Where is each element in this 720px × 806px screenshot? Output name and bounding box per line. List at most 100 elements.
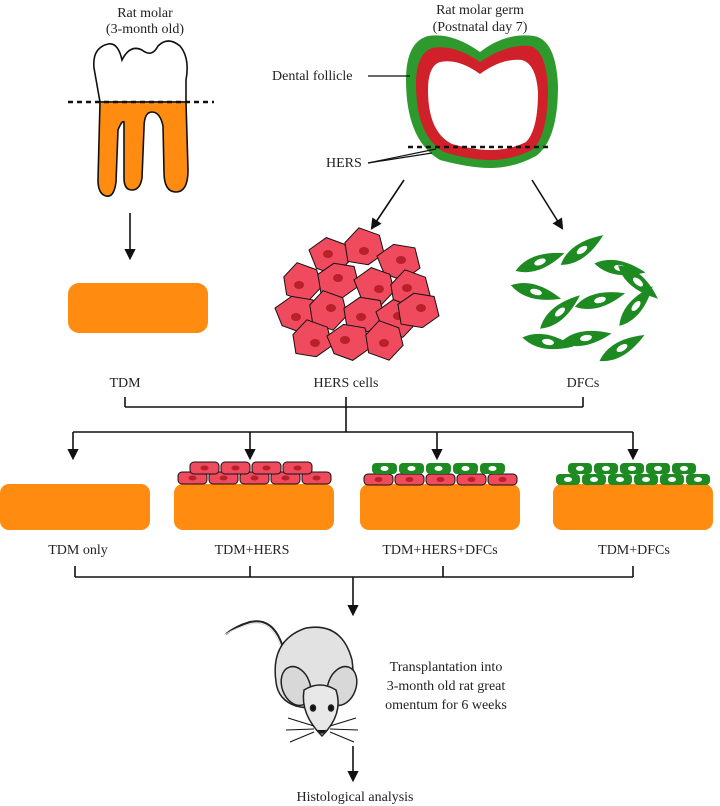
hers-cell-nucleus [405,477,414,482]
rat-molar-title: Rat molar [117,6,173,21]
dfc-cell-nucleus [530,288,542,296]
dfc-cell [574,292,626,310]
dfc-cell-nucleus [628,466,636,471]
tdm-hers-block [174,484,334,530]
dfc-cell-nucleus [668,477,676,482]
hers-cell-nucleus [374,285,384,293]
hers-cell-nucleus [396,256,406,264]
hers-cell-nucleus [402,284,412,292]
dfc-cell-nucleus [631,301,641,311]
arrow-germ-to-hers [370,179,405,230]
group-label-2: TDM+HERS [215,543,290,558]
hers-cell-nucleus [262,465,271,471]
dfc-cell-nucleus [602,466,610,471]
dfc-cell-nucleus [555,307,565,317]
dfc-cell [515,252,565,273]
hers-cells-label: HERS cells [314,376,379,391]
dfc-cell-nucleus [576,245,588,255]
molar-roots [97,101,189,198]
dfc-cell-nucleus [633,277,643,287]
hers-cell-nucleus [333,274,343,282]
rat-molar-age: (3-month old) [106,22,184,37]
hers-cell-nucleus [231,465,240,471]
dfc-cell [540,295,580,329]
hers-cell-nucleus [416,304,426,312]
dfc-cell-nucleus [461,466,470,471]
hers-cell-nucleus [467,477,476,482]
group-label-1: TDM only [48,543,108,558]
hers-cell [344,227,385,266]
dfc-cell-nucleus [616,477,624,482]
hers-cell-nucleus [219,475,228,481]
hers-cell-nucleus [374,477,383,482]
molar-germ-title: Rat molar germ [436,3,524,18]
tdm-only-block [0,484,150,530]
hers-cell-nucleus [379,339,389,347]
dfc-cell [618,265,658,299]
dfc-cell-nucleus [642,477,650,482]
hers-cell-nucleus [293,465,302,471]
dfcs-label: DFCs [567,376,600,391]
dfc-cell [560,235,604,265]
hers-cell-nucleus [359,247,369,255]
dfc-cell [510,282,562,300]
tdm-hers-dfcs-block [360,484,520,530]
hers-cell-nucleus [310,339,320,347]
group-tdm-only [0,484,150,530]
rat-tail [225,620,287,661]
group-tdm-dfcs [553,463,713,530]
hers-cell-nucleus [281,475,290,481]
hers-cell-nucleus [250,475,259,481]
hers-cell-nucleus [188,475,197,481]
hers-cell [292,319,333,358]
hers-cell-nucleus [498,477,507,482]
dfc-cell [599,335,645,362]
rat-whiskers [285,717,359,743]
hers-label: HERS [326,156,362,171]
dfcs-cluster [510,235,658,362]
dfc-cell-nucleus [488,466,497,471]
molar-germ-age: (Postnatal day 7) [433,20,528,35]
dental-follicle-label: Dental follicle [272,69,352,84]
group-label-4: TDM+DFCs [598,543,670,558]
dfc-cell-nucleus [580,334,592,342]
dfc-cell-nucleus [680,466,688,471]
hers-cell-nucleus [291,313,301,321]
hers-cell-nucleus [436,477,445,482]
dfc-cell-nucleus [380,466,389,471]
histological-analysis-label: Histological analysis [296,790,413,805]
hers-cells-cluster [274,227,440,361]
hers-cell-nucleus [312,475,321,481]
tdm-block [68,283,208,333]
tdm-dfcs-block [553,484,713,530]
dfc-cell-nucleus [694,477,702,482]
rat-nose [317,729,327,734]
dfc-cell [522,333,574,350]
rat-eye-right [327,704,335,712]
dental-papilla [428,59,538,150]
dfc-cell [560,330,612,347]
hers-cell-nucleus [200,465,209,471]
hers-cell-nucleus [294,281,304,289]
dfc-cell-nucleus [594,296,606,304]
group-tdm-hers-dfcs [360,463,520,530]
group-label-3: TDM+HERS+DFCs [382,543,497,558]
dfc-cell-nucleus [564,477,572,482]
dfc-cell-nucleus [407,466,416,471]
rat-molar-illustration: Rat molar (3-month old) [68,6,214,198]
arrow-germ-to-dfcs [531,179,564,230]
rat-eye-left [309,704,317,712]
dfc-cell [619,286,653,326]
hers-cell-nucleus [356,313,366,321]
transplant-line-2: 3-month old rat great [387,679,506,694]
dfc-cell-nucleus [654,466,662,471]
dfc-cell-nucleus [542,338,554,346]
group-tdm-hers [174,461,334,530]
merge-bracket [74,566,634,617]
molar-germ-illustration: Rat molar germ (Postnatal day 7) Dental … [272,3,558,171]
dfc-cell-nucleus [616,344,628,352]
rat-icon [225,620,359,743]
tdm-label: TDM [109,376,141,391]
combine-bracket [67,397,639,461]
dfc-cell-nucleus [590,477,598,482]
